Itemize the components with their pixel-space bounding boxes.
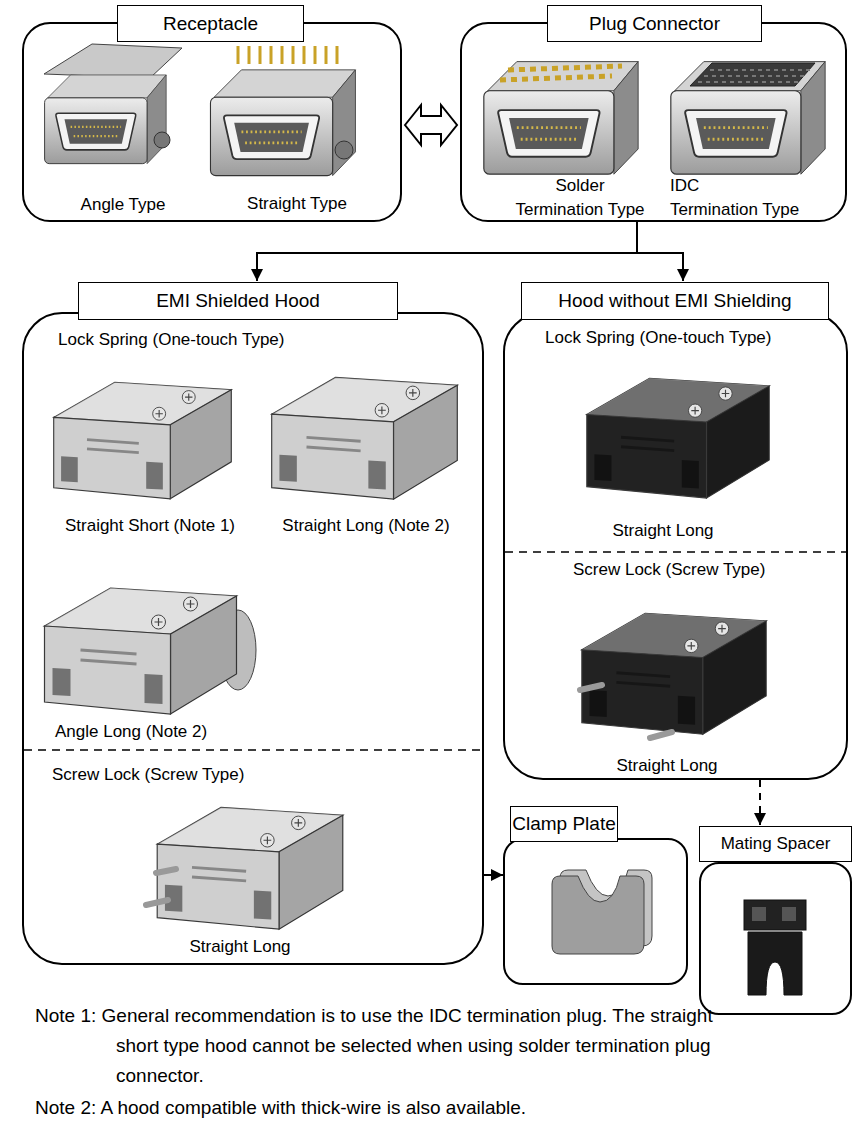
mating-spacer-illustration (744, 900, 806, 995)
idc-plug (698, 70, 810, 82)
part-caption: Angle Long (Note 2) (55, 720, 207, 744)
emi-hood-illustration (54, 382, 232, 499)
angle-receptacle (44, 44, 182, 78)
group-caption: Lock Spring (One-touch Type) (58, 328, 284, 352)
part-caption: Solder Termination Type (511, 174, 649, 222)
part-box: Mating Spacer (699, 862, 852, 1015)
angle-receptacle (45, 75, 167, 164)
straight-receptacle (210, 46, 355, 176)
emi-hood-illustration (45, 377, 458, 929)
part-caption: Straight Long (587, 754, 747, 778)
plain-hood-illustration (580, 378, 769, 738)
mating-spacer-illustration (782, 907, 796, 921)
part-heading: Clamp Plate (510, 806, 618, 842)
solder-plug (500, 66, 622, 80)
group-caption: Screw Lock (Screw Type) (573, 558, 765, 582)
part-caption: Straight Long (Note 2) (266, 514, 466, 538)
panel-heading: EMI Shielded Hood (78, 282, 398, 320)
straight-receptacle (335, 141, 353, 159)
note-text: Note 1: General recommendation is to use… (35, 1001, 800, 1091)
angle-receptacle (154, 132, 170, 148)
solder-plug (484, 62, 638, 175)
separator-line (505, 551, 846, 553)
emi-hood-illustration (157, 807, 343, 929)
emi-hood-illustration (272, 377, 458, 499)
emi-hood-illustration (45, 588, 237, 714)
panel-heading: Receptacle (117, 5, 304, 42)
plain-hood-illustration (582, 613, 766, 734)
emi-hood-illustration (146, 869, 176, 905)
angle-receptacle (44, 44, 182, 164)
group-caption: Screw Lock (Screw Type) (52, 763, 244, 787)
part-caption: Angle Type (53, 193, 193, 217)
mating-arrow (405, 105, 457, 145)
branch-arrow (257, 222, 637, 281)
branch-arrow (637, 222, 683, 281)
wrap-spacer (710, 174, 810, 198)
clamp-plate-illustration (552, 876, 644, 954)
plain-hood-illustration (587, 378, 769, 498)
group-panel: ReceptacleAngle TypeStraight Type (22, 22, 402, 222)
idc-plug (671, 62, 825, 175)
note-text: Note 2: A hood compatible with thick-wir… (35, 1093, 800, 1123)
option-arrow (759, 780, 761, 825)
group-panel: EMI Shielded HoodLock Spring (One-touch … (22, 312, 484, 965)
group-panel: Plug ConnectorSolder Termination TypeIDC… (460, 22, 847, 222)
clamp-plate-illustration (552, 870, 652, 954)
panel-heading: Hood without EMI Shielding (521, 282, 829, 320)
mating-spacer-illustration (744, 900, 806, 930)
separator-line (24, 552, 846, 750)
mating-spacer-illustration (748, 932, 802, 995)
flow-arrow (484, 874, 503, 876)
part-caption: IDC Termination Type (670, 174, 810, 222)
mating-spacer-illustration (752, 907, 766, 921)
part-heading: Mating Spacer (699, 826, 852, 862)
group-caption: Lock Spring (One-touch Type) (545, 326, 771, 350)
straight-receptacle (238, 46, 337, 64)
panel-heading: Plug Connector (547, 5, 762, 42)
part-box: Clamp Plate (503, 838, 688, 985)
part-caption: Straight Long (583, 519, 743, 543)
separator-line (24, 749, 482, 751)
group-panel: Hood without EMI ShieldingLock Spring (O… (503, 312, 848, 780)
straight-receptacle (210, 70, 355, 176)
idc-plug (690, 63, 815, 86)
wrap-spacer (725, 1001, 800, 1031)
plain-hood-illustration (580, 685, 672, 738)
part-caption: Straight Short (Note 1) (50, 514, 250, 538)
part-caption: Straight Type (227, 192, 367, 216)
solder-plug (484, 62, 638, 175)
part-caption: Straight Long (160, 935, 320, 959)
idc-plug (671, 62, 825, 175)
